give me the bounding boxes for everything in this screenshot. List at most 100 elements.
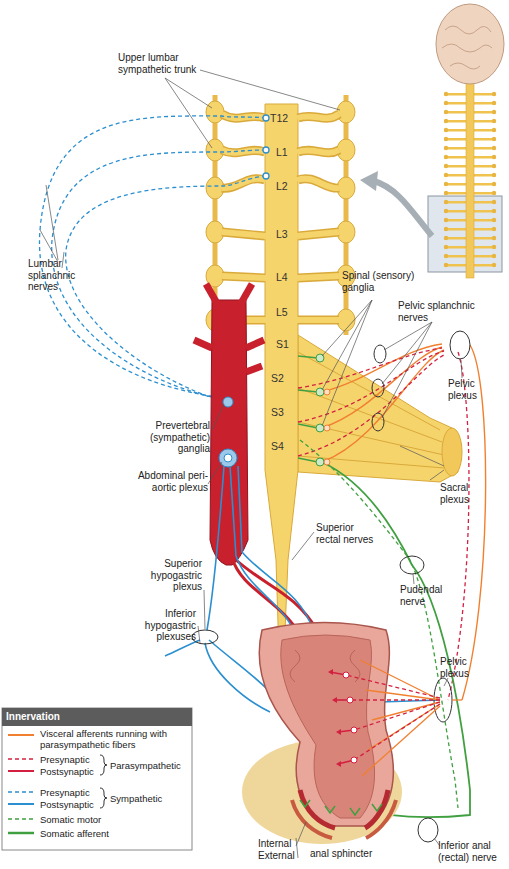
vertebral-level: S1 <box>276 339 298 351</box>
parasympathetic-fiber <box>354 702 440 730</box>
spinal-ganglion <box>324 389 330 395</box>
spinal-ganglion <box>324 425 330 431</box>
synapse-circle <box>263 147 269 153</box>
sympathetic-trunk <box>337 139 355 161</box>
sympathetic-trunk <box>298 150 339 153</box>
part-label: Pelvic plexus <box>448 378 498 401</box>
leader-line <box>296 838 298 858</box>
sympathetic-trunk <box>298 179 339 189</box>
part-label: Superior hypogastric plexus <box>120 558 202 593</box>
leader-line <box>198 626 200 643</box>
aorta <box>194 340 212 348</box>
sympathetic-trunk <box>337 101 355 123</box>
pelvic-splanchnic-nerve <box>298 458 318 462</box>
leader-line <box>382 322 432 418</box>
pelvic-splanchnic-nerve <box>298 424 318 428</box>
visceral-afferent <box>452 699 462 700</box>
sympathetic-postsynaptic <box>165 640 200 656</box>
synapse-circle <box>263 115 269 121</box>
pelvic-splanchnic-nerve <box>448 352 469 700</box>
leader-line <box>413 574 414 584</box>
leader-line <box>46 185 58 260</box>
plexus-ring <box>374 345 386 363</box>
legend-box <box>2 708 192 850</box>
sympathetic-trunk <box>206 139 224 161</box>
pelvic-splanchnic-nerve <box>298 354 446 456</box>
inset-cns <box>360 171 378 191</box>
sympathetic-trunk <box>206 95 355 335</box>
leader-line <box>212 404 224 430</box>
prevertebral-ganglion <box>219 449 237 467</box>
sympathetic-trunk <box>222 114 339 320</box>
part-label: Sacral plexus <box>440 482 490 505</box>
part-label: Abdominal peri-aortic plexus <box>126 470 208 493</box>
part-label: Superior rectal nerves <box>316 522 378 545</box>
leader-line <box>461 360 462 378</box>
aorta <box>194 284 264 372</box>
sympathetic-trunk <box>297 276 339 278</box>
plexus-ring <box>372 379 384 397</box>
vertebral-level: L5 <box>276 307 298 319</box>
part-label: Internal <box>258 838 302 850</box>
sympathetic-trunk <box>222 276 265 278</box>
leader-line <box>444 678 448 686</box>
sympathetic-trunk <box>222 179 265 189</box>
synapse-circle <box>263 115 269 179</box>
leader-line <box>204 590 205 629</box>
pelvic-splanchnic-nerve <box>298 356 318 358</box>
aorta <box>194 284 318 635</box>
vertebral-level: S4 <box>271 441 293 453</box>
spinal-ganglion <box>316 354 330 466</box>
sympathetic-trunk <box>298 232 339 236</box>
part-label: Lumbar splanchnic nerves <box>28 258 88 293</box>
parasympathetic-fiber <box>350 699 440 700</box>
parasympathetic-fiber <box>351 757 357 763</box>
rectum <box>242 623 402 845</box>
legend-box <box>8 758 34 760</box>
sympathetic-trunk <box>297 179 339 189</box>
sympathetic-trunk <box>297 232 339 236</box>
sympathetic-trunk <box>298 316 339 325</box>
visceral-afferent <box>360 660 440 700</box>
vertebral-level: L4 <box>276 272 298 284</box>
aorta <box>246 366 262 372</box>
plexus-ring <box>450 331 470 359</box>
legend-box <box>8 791 34 793</box>
parasympathetic-fiber <box>347 697 353 703</box>
sympathetic-trunk <box>344 95 349 335</box>
parasympathetic-fiber <box>336 761 341 767</box>
inset-cns <box>466 78 474 278</box>
sympathetic-trunk <box>337 221 355 243</box>
leader-line <box>292 532 314 560</box>
leader-line <box>322 300 372 356</box>
prevertebral-ganglion <box>219 397 237 467</box>
sympathetic-trunk <box>206 177 224 199</box>
part-label: External <box>258 850 302 862</box>
part-label: anal sphincter <box>310 848 390 860</box>
leader-line <box>322 300 372 390</box>
somatic-afferent-ending <box>300 800 382 815</box>
leader-line <box>165 78 212 148</box>
part-label: Upper lumbar sympathetic trunk <box>118 52 213 75</box>
vertebral-level: S3 <box>271 407 293 419</box>
pelvic-splanchnic-nerve <box>298 351 444 422</box>
legend-group: Sympathetic <box>110 793 190 804</box>
vertebral-level: T12 <box>270 113 296 125</box>
leader-line <box>200 70 340 110</box>
legend-group: Parasympathetic <box>110 760 190 771</box>
aorta <box>206 284 218 305</box>
legend-text: Somatic afferent <box>40 828 140 839</box>
sympathetic-trunk <box>298 114 339 118</box>
parasympathetic-fiber <box>332 697 337 703</box>
visceral-afferent <box>366 690 440 700</box>
legend-title: Innervation <box>6 711 126 723</box>
legend-box <box>2 708 192 726</box>
leader-line <box>382 322 432 384</box>
leader-line <box>208 462 222 484</box>
sympathetic-trunk <box>298 276 339 278</box>
legend-text: Presynaptic <box>40 754 110 765</box>
sacral-plexus <box>298 335 458 482</box>
legend-text: Visceral afferents running with parasymp… <box>40 728 190 750</box>
sympathetic-trunk <box>297 317 339 323</box>
parasympathetic-fiber <box>336 729 341 735</box>
